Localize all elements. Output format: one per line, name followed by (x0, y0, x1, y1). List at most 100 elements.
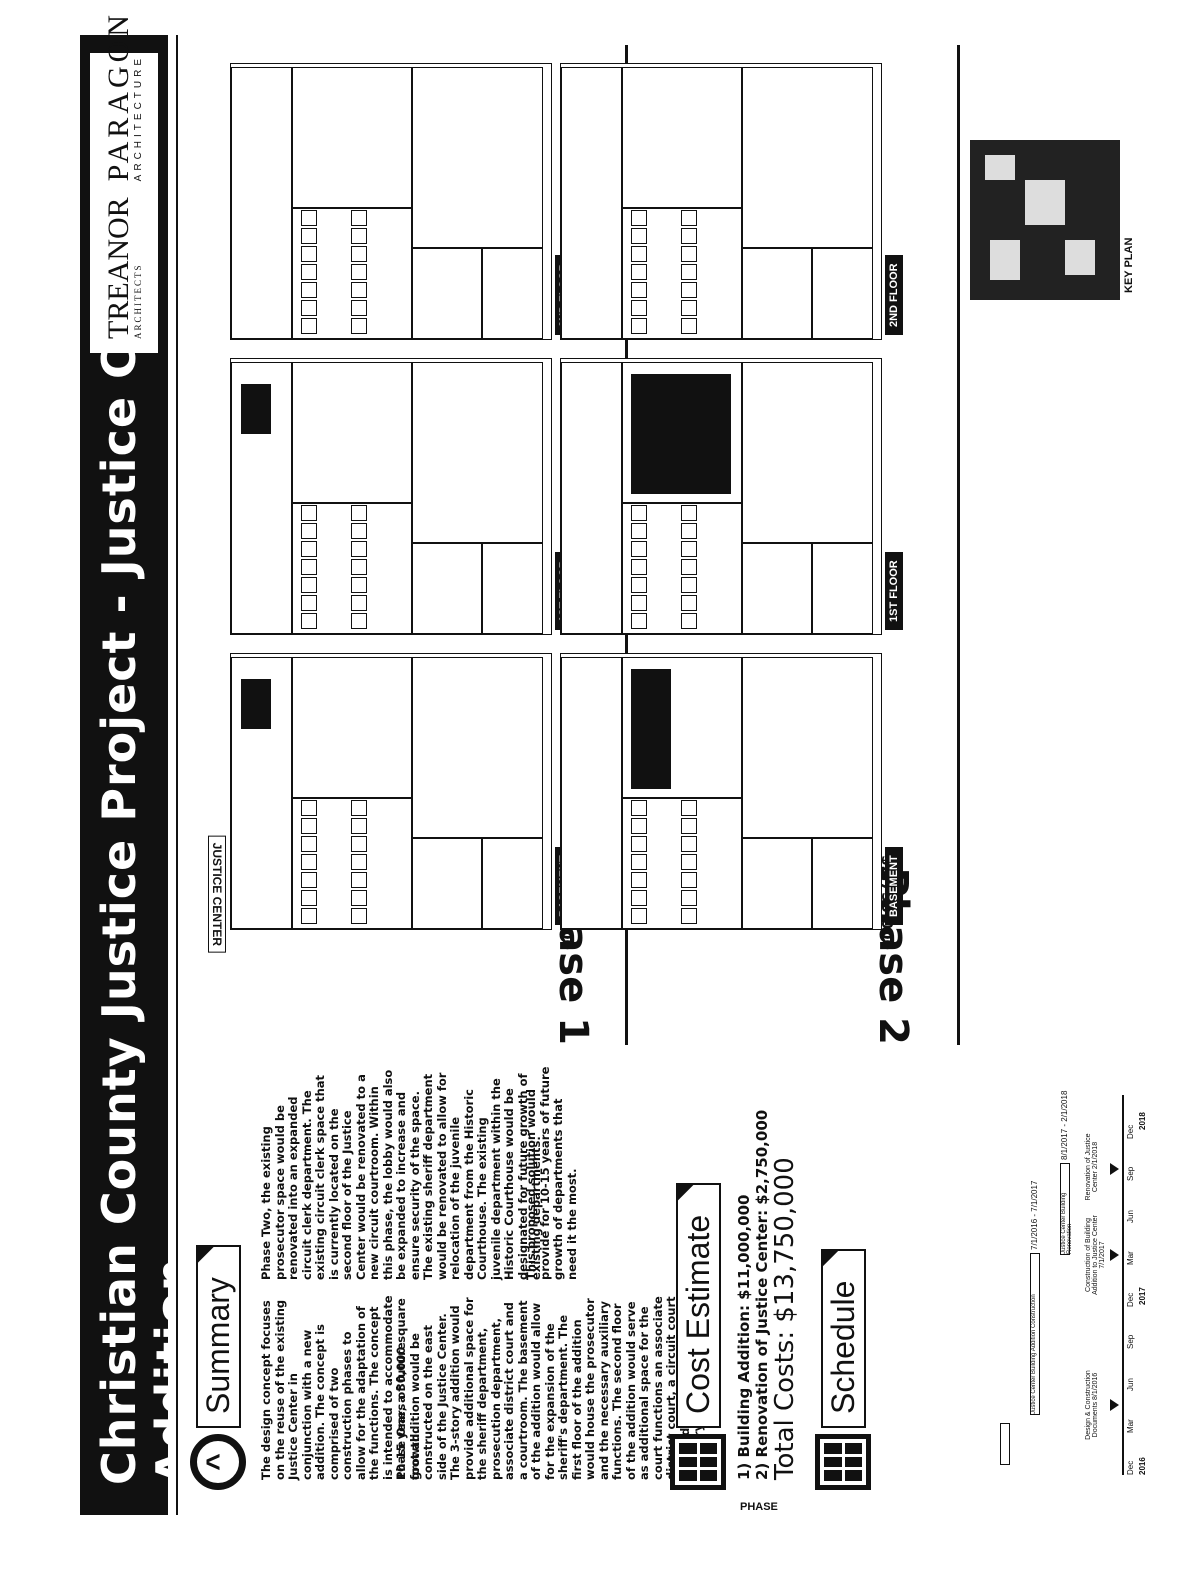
plan-room (301, 854, 317, 870)
schedule-month-tick: Jun (1126, 1210, 1135, 1223)
plan-room (351, 541, 367, 557)
plan-room (681, 800, 697, 816)
plan-room (481, 542, 543, 634)
schedule-bar-addition-dates: 7/1/2016 - 7/1/2017 (1030, 1180, 1039, 1250)
summary-paragraph-2: Phase One, a 30,000 square foot addition… (394, 1296, 705, 1480)
plan-room (631, 559, 647, 575)
plan-room (681, 836, 697, 852)
plan-room (631, 228, 647, 244)
summary-heading: ^ Summary (190, 1245, 246, 1490)
plan-room (351, 300, 367, 316)
schedule-year-tick: 2017 (1138, 1287, 1147, 1305)
plan-room (351, 818, 367, 834)
header-rule (176, 35, 178, 1515)
plan-room (351, 890, 367, 906)
plan-room (301, 613, 317, 629)
floor-plan-drawing (230, 358, 552, 635)
plan-room (741, 542, 813, 634)
key-plan-map (970, 140, 1120, 300)
plan-room (351, 800, 367, 816)
schedule-month-tick: Sep (1126, 1166, 1135, 1181)
milestone-2-marker-icon (1110, 1249, 1119, 1261)
plan-room (741, 837, 813, 929)
total-costs: Total Costs: $13,750,000 (770, 1157, 800, 1480)
plan-room (351, 559, 367, 575)
plan-room (301, 890, 317, 906)
plan-room (681, 541, 697, 557)
schedule-bar-design (1000, 1423, 1010, 1465)
plan-room (631, 246, 647, 262)
plan-room (301, 523, 317, 539)
floor-plan-drawing (230, 653, 552, 930)
schedule-month-tick: Mar (1126, 1419, 1135, 1433)
plan-room (681, 228, 697, 244)
cost-estimate-title: Cost Estimate (675, 1182, 721, 1428)
plan-room (681, 890, 697, 906)
schedule-bar-renovation-dates: 8/1/2017 - 2/1/2018 (1060, 1090, 1069, 1160)
plan-room (291, 67, 413, 209)
plan-room (301, 818, 317, 834)
plan-room (411, 362, 543, 544)
schedule-title: Schedule (820, 1248, 866, 1428)
plan-room (301, 318, 317, 334)
milestone-3-marker-icon (1110, 1163, 1119, 1175)
plan-room (681, 318, 697, 334)
plan-room (481, 247, 543, 339)
plan-room (351, 318, 367, 334)
schedule-month-tick: Dec (1126, 1292, 1135, 1307)
plan-room (301, 559, 317, 575)
plan-room (681, 300, 697, 316)
cost-line-2: 2) Renovation of Justice Center: $2,750,… (753, 1109, 771, 1480)
plan-room (631, 577, 647, 593)
treanor-logo: TREANOR ARCHITECTS (102, 197, 143, 339)
paragon-wordmark: PARAGON (101, 11, 135, 182)
plan-room (681, 264, 697, 280)
schedule-year-tick: 2016 (1138, 1457, 1147, 1475)
plan-room (631, 210, 647, 226)
summary-title: Summary (195, 1245, 241, 1428)
plan-room (351, 210, 367, 226)
plan-room (351, 523, 367, 539)
plan-room (301, 505, 317, 521)
plan-room (681, 559, 697, 575)
plan-room (301, 577, 317, 593)
plan-room (681, 210, 697, 226)
floor-plan-drawing (560, 358, 882, 635)
plan-room (681, 595, 697, 611)
milestone-3-label: Renovation of Justice Center 2/1/2018 (1085, 1133, 1099, 1201)
plan-room (631, 282, 647, 298)
plan-renovation-zone (241, 384, 271, 434)
plan-room (411, 67, 543, 249)
plan-room (741, 657, 873, 839)
calendar-clock-icon (815, 1434, 871, 1490)
plan-room (481, 837, 543, 929)
plan-room (351, 228, 367, 244)
plan-room (301, 300, 317, 316)
plan-room (301, 210, 317, 226)
plan-room (811, 542, 873, 634)
plan-room (631, 854, 647, 870)
floor-label: 2ND FLOOR (885, 255, 903, 335)
plan-room (681, 523, 697, 539)
plan-room (351, 854, 367, 870)
summary-paragraph-3: Phase Two, the existing prosecutor space… (259, 1069, 543, 1280)
cost-line-1: 1) Building Addition: $11,000,000 (735, 1194, 753, 1481)
schedule-axis (1122, 1095, 1124, 1475)
justice-center-tag: JUSTICE CENTER (208, 835, 226, 953)
plan-room (631, 318, 647, 334)
plan-room (631, 613, 647, 629)
key-plan-label: KEY PLAN (1122, 233, 1136, 297)
plan-room (681, 246, 697, 262)
paragon-logo: PARAGON ARCHITECTURE (101, 11, 144, 182)
plan-room (301, 800, 317, 816)
firm-logos: TREANOR ARCHITECTS PARAGON ARCHITECTURE (90, 11, 158, 353)
plan-room (631, 872, 647, 888)
schedule-month-tick: Jun (1126, 1378, 1135, 1391)
plan-room (351, 282, 367, 298)
plan-room (631, 505, 647, 521)
plan-room (681, 613, 697, 629)
plan-room (631, 264, 647, 280)
milestone-1-marker-icon (1110, 1399, 1119, 1411)
schedule-gantt: Justice Center Building Addition Constru… (880, 955, 1180, 1475)
plan-room (411, 657, 543, 839)
